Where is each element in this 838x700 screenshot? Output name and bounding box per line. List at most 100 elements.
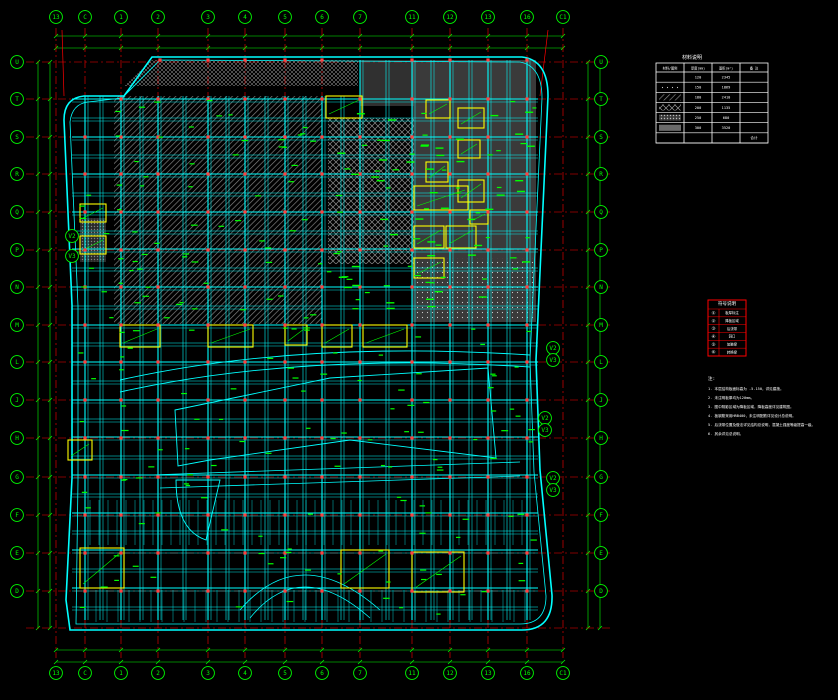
column-bubble-bottom-label: 1 <box>119 670 123 677</box>
opening-diagonal <box>416 229 442 245</box>
note-line: 5. 后浇带位置及做法详见结构总说明，混凝土强度等级提高一级。 <box>708 422 815 427</box>
beam-label-mark <box>455 138 464 140</box>
column-marker <box>486 398 490 402</box>
column-marker <box>119 589 123 593</box>
beam-label-mark <box>283 327 288 329</box>
opening-box <box>457 139 481 159</box>
column-bubble-top <box>520 10 534 24</box>
beam-label-mark <box>141 253 148 256</box>
row-bubble-right <box>594 508 608 522</box>
opening-diagonal <box>328 99 360 115</box>
beam-label-mark <box>129 269 134 272</box>
beam-label-mark <box>436 613 441 615</box>
beam-label-mark <box>240 309 247 311</box>
row-bubble-left <box>10 584 24 598</box>
beam-label-mark <box>525 237 530 239</box>
beam-label-mark <box>132 231 138 233</box>
beam-label-mark <box>383 285 390 287</box>
column-marker <box>320 323 324 327</box>
beam-label-mark <box>429 282 435 284</box>
column-marker <box>448 210 452 214</box>
column-marker <box>283 436 287 440</box>
opening-box <box>362 324 408 348</box>
column-marker <box>156 360 160 364</box>
beam-label-mark <box>134 302 141 304</box>
beam-label-mark <box>189 329 195 331</box>
column-marker <box>283 589 287 593</box>
beam-label-mark <box>409 153 415 155</box>
opening-diagonal <box>428 103 448 115</box>
column-marker <box>243 97 247 101</box>
opening-diagonal <box>428 165 446 179</box>
column-bubble-bottom <box>353 666 367 680</box>
column-marker <box>320 248 324 252</box>
dimension-tick <box>597 625 603 631</box>
opening-box <box>425 99 451 119</box>
column-marker <box>410 360 414 364</box>
column-marker <box>358 172 362 176</box>
row-bubble-left <box>10 318 24 332</box>
legend-swatch <box>659 124 681 131</box>
row-bubble-left-label: L <box>15 359 19 366</box>
column-marker <box>410 436 414 440</box>
beam-label-mark <box>390 408 395 410</box>
column-marker <box>83 360 87 364</box>
column-marker <box>243 398 247 402</box>
column-marker <box>448 551 452 555</box>
column-marker <box>83 398 87 402</box>
beam-label-mark <box>278 146 286 148</box>
column-marker <box>156 323 160 327</box>
symbol-glyph: ① <box>712 312 716 317</box>
column-marker <box>156 475 160 479</box>
beam-label-mark <box>140 185 145 187</box>
beam-label-mark <box>132 565 139 567</box>
column-marker <box>410 58 414 62</box>
beam-label-mark <box>137 268 143 270</box>
dimension-tick <box>82 647 88 653</box>
column-marker <box>156 172 160 176</box>
column-marker <box>525 210 529 214</box>
general-notes: 注: 1. 本层结构板面标高为 -5.150，详见建施。2. 未注明板厚均为12… <box>708 375 815 436</box>
beam-label-mark <box>378 354 384 356</box>
row-bubble-left <box>10 243 24 257</box>
column-bubble-top <box>443 10 457 24</box>
beam-label-mark <box>386 302 395 304</box>
row-bubble-right-label: G <box>599 474 603 481</box>
column-marker <box>283 323 287 327</box>
beam-label-mark <box>407 265 412 267</box>
column-bubble-top <box>49 10 63 24</box>
beam-label-mark <box>254 195 261 197</box>
beam-label-mark <box>148 466 155 468</box>
column-marker <box>320 360 324 364</box>
row-bubble-left-label: J <box>15 397 19 404</box>
beam-label-mark <box>462 518 469 520</box>
beam-label-mark <box>385 187 391 189</box>
column-marker <box>283 135 287 139</box>
beam-label-mark <box>230 388 237 390</box>
column-marker <box>206 248 210 252</box>
dimension-tick <box>485 659 491 665</box>
row-bubble-right <box>594 243 608 257</box>
column-marker <box>448 323 452 327</box>
beam-label-mark <box>122 478 128 481</box>
beam-label-mark <box>301 390 306 392</box>
beam-label-mark <box>121 405 127 407</box>
opening-diagonal <box>414 555 462 589</box>
column-bubble-top <box>201 10 215 24</box>
column-marker <box>410 135 414 139</box>
column-marker <box>283 551 287 555</box>
column-marker <box>83 248 87 252</box>
beam-label-mark <box>265 261 273 264</box>
column-marker <box>119 285 123 289</box>
beam-label-mark <box>490 114 499 117</box>
opening-diagonal <box>460 143 478 155</box>
dimension-tick <box>357 647 363 653</box>
beam-label-mark <box>367 439 373 441</box>
beam-label-mark <box>138 106 146 108</box>
row-bubble-right <box>594 167 608 181</box>
beam-label-mark <box>280 557 287 559</box>
row-bubble-left <box>10 280 24 294</box>
legend-cell-thickness: 250 <box>695 116 702 120</box>
row-bubble-extra <box>65 229 79 243</box>
dimension-tick <box>409 647 415 653</box>
